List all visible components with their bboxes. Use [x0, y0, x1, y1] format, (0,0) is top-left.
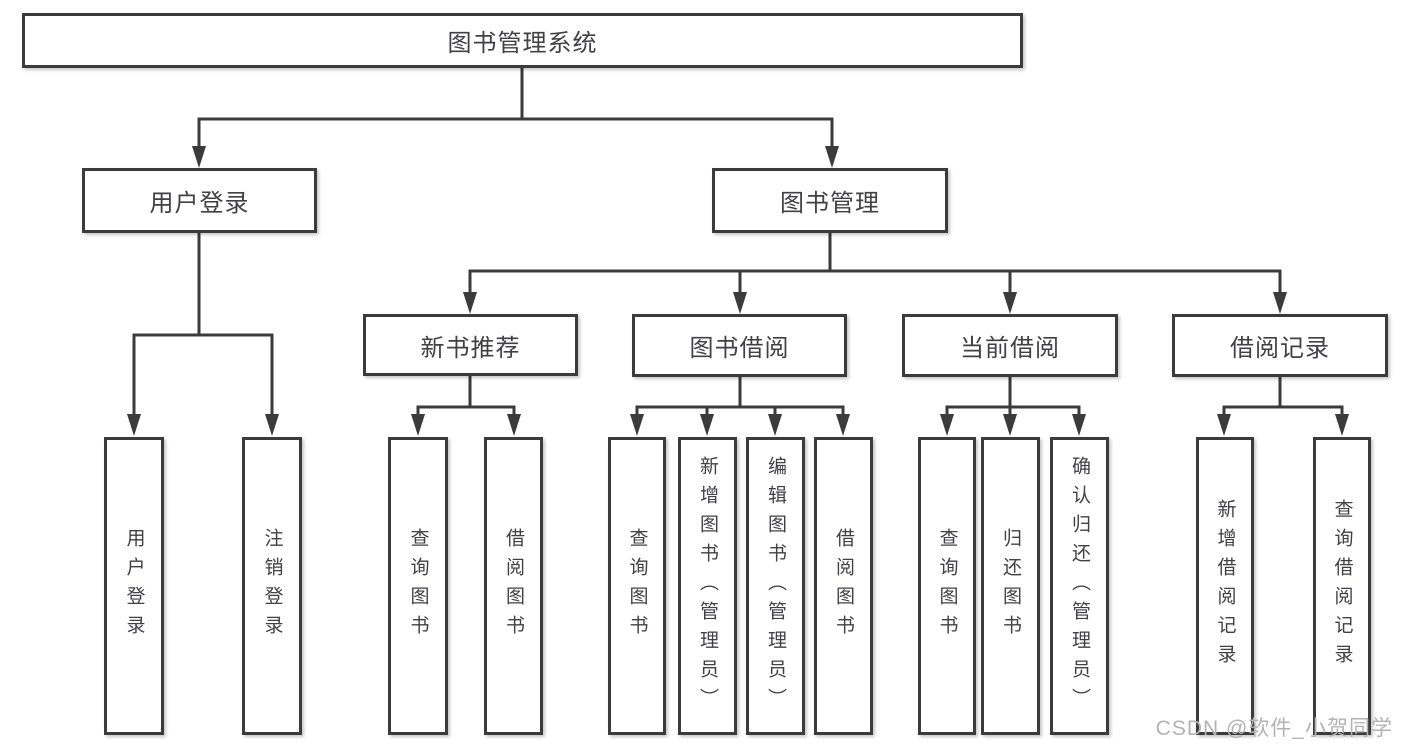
- connector-root-to-level2: [192, 68, 839, 168]
- node-user-login: 用户登录: [82, 168, 317, 233]
- leaf-return-books: 归还图书: [981, 437, 1040, 735]
- node-current-borrow-label: 当前借阅: [960, 335, 1060, 362]
- node-borrow-records-label: 借阅记录: [1230, 335, 1330, 362]
- node-new-book-recommend: 新书推荐: [363, 314, 578, 376]
- leaf-return-books-label: 归还图书: [1000, 528, 1021, 644]
- leaf-borrow-books-label: 借阅图书: [833, 528, 854, 644]
- connector-book-borrow-to-leaves: [630, 377, 850, 436]
- csdn-watermark: CSDN @软件_小贺同学: [1155, 717, 1393, 740]
- node-new-book-recommend-label: 新书推荐: [420, 334, 521, 362]
- leaf-query-books-borrow: 查询图书: [608, 437, 666, 735]
- node-book-borrow-label: 图书借阅: [689, 335, 790, 362]
- node-book-management-label: 图书管理: [780, 190, 880, 217]
- node-borrow-records: 借阅记录: [1172, 314, 1388, 377]
- node-root-label: 图书管理系统: [447, 30, 598, 57]
- connector-current-borrow-to-leaves: [940, 377, 1086, 436]
- leaf-confirm-return-admin: 确认归还（管理员）: [1050, 437, 1109, 735]
- connector-book-management-to-level3: [463, 233, 1287, 314]
- leaf-edit-books-admin-label: 编辑图书（管理员）: [765, 455, 786, 717]
- leaf-query-borrow-record: 查询借阅记录: [1313, 437, 1371, 735]
- leaf-query-books-recommend: 查询图书: [388, 437, 448, 735]
- leaf-logout-label: 注销登录: [261, 528, 283, 644]
- node-current-borrow: 当前借阅: [902, 314, 1118, 377]
- leaf-add-books-admin: 新增图书（管理员）: [678, 437, 737, 735]
- leaf-query-books-current: 查询图书: [918, 437, 976, 735]
- node-book-management: 图书管理: [712, 168, 948, 233]
- node-root: 图书管理系统: [22, 13, 1023, 68]
- leaf-logout: 注销登录: [242, 437, 302, 735]
- leaf-borrow-books-recommend: 借阅图书: [484, 437, 543, 735]
- connector-borrow-records-to-leaves: [1217, 377, 1349, 436]
- leaf-user-login-label: 用户登录: [123, 528, 145, 644]
- leaf-add-borrow-record: 新增借阅记录: [1196, 437, 1254, 735]
- leaf-user-login: 用户登录: [104, 437, 164, 735]
- leaf-borrow-books-recommend-label: 借阅图书: [503, 528, 524, 644]
- leaf-confirm-return-admin-label: 确认归还（管理员）: [1069, 455, 1090, 717]
- leaf-add-borrow-record-label: 新增借阅记录: [1214, 499, 1236, 673]
- node-user-login-label: 用户登录: [149, 190, 250, 217]
- connector-user-login-to-leaves: [127, 233, 279, 436]
- leaf-add-books-admin-label: 新增图书（管理员）: [697, 455, 718, 717]
- leaf-borrow-books: 借阅图书: [814, 437, 873, 735]
- leaf-query-borrow-record-label: 查询借阅记录: [1331, 499, 1353, 673]
- leaf-edit-books-admin: 编辑图书（管理员）: [746, 437, 805, 735]
- connector-new-book-recommend-to-leaves: [411, 376, 521, 436]
- leaf-query-books-recommend-label: 查询图书: [407, 528, 429, 644]
- leaf-query-books-borrow-label: 查询图书: [626, 528, 648, 644]
- leaf-query-books-current-label: 查询图书: [936, 528, 958, 644]
- node-book-borrow: 图书借阅: [632, 314, 847, 377]
